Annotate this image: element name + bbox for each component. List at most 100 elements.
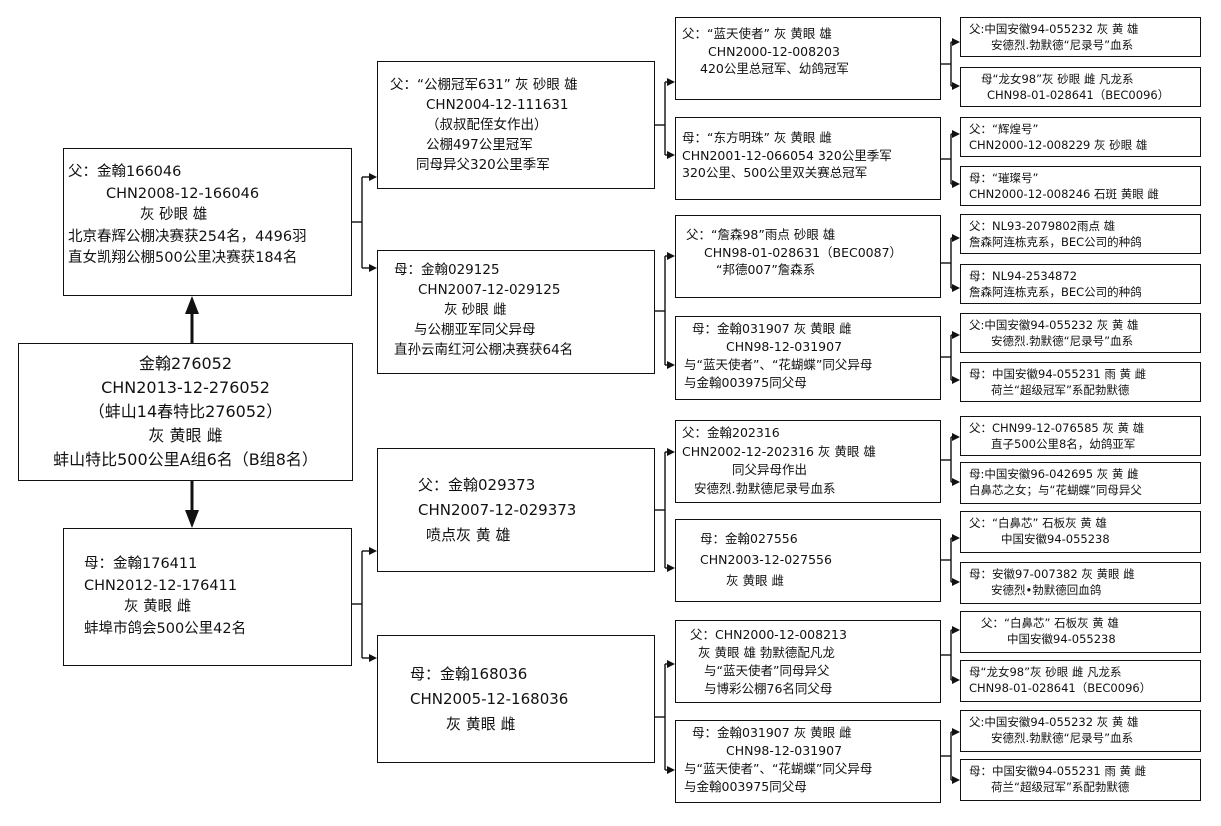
arrowhead-86 bbox=[952, 728, 960, 736]
sire-dam-color-eye-sex: 灰 砂眼 雌 bbox=[444, 302, 507, 318]
sd-sire-ring-number: CHN98-01-028631（BEC0087） bbox=[704, 244, 903, 260]
sd-sire-box: 父：“詹森98”雨点 砂眼 雄 CHN98-01-028631（BEC0087）… bbox=[675, 215, 941, 298]
arrowhead-56 bbox=[952, 234, 960, 242]
g4-box-5-line-1: 父：NL93-2079802雨点 雄 bbox=[969, 219, 1116, 233]
g4-box-3-line-1: 父：“辉煌号” bbox=[969, 122, 1039, 136]
arrowhead-76 bbox=[952, 578, 960, 586]
arrowhead-14 bbox=[369, 547, 377, 555]
dam-dam-color-eye-sex: 灰 黄眼 雌 bbox=[446, 715, 516, 733]
arrowhead-82 bbox=[952, 676, 960, 684]
ss-sire-ring-number: CHN2000-12-008203 bbox=[708, 43, 840, 59]
dd-sire-color-eye-sex: 灰 黄眼 雄 勃默德配凡龙 bbox=[698, 645, 835, 660]
dd-sire-relation-2: 与博彩公棚76名同父母 bbox=[704, 681, 833, 696]
subject-achievement: 蚌山特比500公里A组6名（B组8名） bbox=[53, 450, 318, 469]
arrowhead-20 bbox=[667, 78, 675, 86]
sire-dam-achievement: 直孙云南红河公棚决赛获64名 bbox=[394, 342, 574, 358]
arrowhead-34 bbox=[667, 564, 675, 572]
subject-race-number: （蚌山14春特比276052） bbox=[88, 402, 283, 421]
g4-box-10-line-1: 母:中国安徽96-042695 灰 黄 雌 bbox=[969, 467, 1139, 481]
g4-box-7: 父:中国安徽94-055232 灰 黄 雄 安德烈.勃默德“尼录号”血系 bbox=[960, 313, 1201, 353]
g4-box-2-line-2: CHN98-01-028641（BEC0096） bbox=[987, 88, 1170, 102]
arrowhead-10 bbox=[369, 264, 377, 272]
dam-achievement: 蚌埠市鸽会500公里42名 bbox=[84, 620, 247, 637]
arrowhead-52 bbox=[952, 180, 960, 188]
g4-box-16-line-2: 荷兰“超级冠军”系配勃默德 bbox=[991, 780, 1130, 794]
g4-box-11: 父：“白鼻芯” 石板灰 黄 雄 中国安徽94-055238 bbox=[960, 511, 1201, 553]
g4-box-15-line-2: 安德烈.勃默德“尼录号”血系 bbox=[991, 731, 1134, 745]
g4-box-7-line-2: 安德烈.勃默德“尼录号”血系 bbox=[991, 334, 1134, 348]
ds-dam-title: 母：金翰027556 bbox=[700, 531, 798, 546]
ss-sire-box: 父：“蓝天使者” 灰 黄眼 雄 CHN2000-12-008203 420公里总… bbox=[675, 17, 941, 100]
sire-sire-box: 父：“公棚冠军631” 灰 砂眼 雄 CHN2004-12-111631 （叔叔… bbox=[377, 61, 655, 189]
ss-dam-box: 母：“东方明珠” 灰 黄眼 雌 CHN2001-12-066054 320公里季… bbox=[675, 117, 941, 200]
sire-color-eye-sex: 灰 砂眼 雄 bbox=[140, 207, 208, 223]
dam-sire-box: 父：金翰029373 CHN2007-12-029373 喷点灰 黄 雄 bbox=[377, 448, 655, 572]
ds-sire-lineage: 安德烈.勃默德尼录号血系 bbox=[694, 480, 836, 496]
dam-sire-title: 父：金翰029373 bbox=[418, 476, 536, 494]
arrowhead-8 bbox=[369, 173, 377, 181]
arrowhead-58 bbox=[952, 284, 960, 292]
ss-dam-achievement: 320公里、500公里双关赛总冠军 bbox=[682, 165, 868, 180]
ss-sire-achievement: 420公里总冠军、幼鸽冠军 bbox=[700, 61, 849, 76]
sire-title: 父：金翰166046 bbox=[68, 164, 182, 180]
arrowhead-80 bbox=[952, 626, 960, 634]
sire-ring-number: CHN2008-12-166046 bbox=[106, 185, 260, 202]
g4-box-13-line-1: 父：“白鼻芯” 石板灰 黄 雄 bbox=[981, 616, 1119, 630]
sire-dam-ring-number: CHN2007-12-029125 bbox=[418, 282, 561, 298]
g4-box-4-line-2: CHN2000-12-008246 石斑 黄眼 雌 bbox=[969, 187, 1159, 201]
dam-dam-box: 母：金翰168036 CHN2005-12-168036 灰 黄眼 雌 bbox=[377, 635, 655, 763]
subject-ring-number: CHN2013-12-276052 bbox=[101, 378, 270, 397]
g4-box-1-line-1: 父:中国安徽94-055232 灰 黄 雄 bbox=[969, 22, 1139, 36]
sire-sire-title: 父：“公棚冠军631” 灰 砂眼 雄 bbox=[390, 77, 578, 93]
sire-sire-breeding-note: （叔叔配侄女作出） bbox=[426, 117, 548, 133]
dam-title: 母：金翰176411 bbox=[84, 556, 198, 572]
arrowhead-40 bbox=[667, 766, 675, 774]
g4-box-4: 母：“璀璨号” CHN2000-12-008246 石斑 黄眼 雌 bbox=[960, 166, 1201, 206]
sire-dam-title: 母：金翰029125 bbox=[394, 262, 500, 278]
dam-sire-color-eye-sex: 喷点灰 黄 雄 bbox=[426, 526, 511, 544]
subject-color-eye-sex: 灰 黄眼 雌 bbox=[148, 426, 223, 445]
sire-dam-relation: 与公棚亚军同父异母 bbox=[414, 322, 536, 338]
ss-dam-ring-number: CHN2001-12-066054 320公里季军 bbox=[682, 147, 892, 163]
g4-box-4-line-1: 母：“璀璨号” bbox=[969, 171, 1039, 185]
arrowhead-4 bbox=[185, 510, 199, 528]
sd-dam-title: 母：金翰031907 灰 黄眼 雌 bbox=[692, 321, 852, 336]
g4-box-10: 母:中国安徽96-042695 灰 黄 雌 白鼻芯之女；与“花蝴蝶”同母异父 bbox=[960, 462, 1201, 504]
g4-box-16-line-1: 母：中国安徽94-055231 雨 黄 雌 bbox=[969, 764, 1147, 778]
dd-dam-relation-1: 与“蓝天使者”、“花蝴蝶”同父异母 bbox=[684, 761, 873, 776]
g4-box-5-line-2: 詹森阿连栋克系，BEC公司的种鸽 bbox=[969, 235, 1142, 249]
g4-box-7-line-1: 父:中国安徽94-055232 灰 黄 雄 bbox=[969, 318, 1139, 332]
g4-box-13-line-2: 中国安徽94-055238 bbox=[1007, 632, 1116, 646]
sire-achievement-1: 北京春辉公棚决赛获254名，4496羽 bbox=[68, 228, 307, 245]
arrowhead-62 bbox=[952, 331, 960, 339]
sire-sire-achievement-2: 同母异父320公里季军 bbox=[416, 157, 550, 173]
arrowhead-38 bbox=[667, 660, 675, 668]
arrowhead-26 bbox=[667, 252, 675, 260]
dd-dam-title: 母：金翰031907 灰 黄眼 雌 bbox=[692, 725, 852, 740]
g4-box-12-line-1: 母：安徽97-007382 灰 黄眼 雌 bbox=[969, 567, 1135, 581]
g4-box-11-line-1: 父：“白鼻芯” 石板灰 黄 雄 bbox=[969, 516, 1107, 530]
dd-sire-title: 父：CHN2000-12-008213 bbox=[690, 627, 847, 642]
dam-sire-ring-number: CHN2007-12-029373 bbox=[418, 501, 577, 519]
g4-box-1: 父:中国安徽94-055232 灰 黄 雄 安德烈.勃默德“尼录号”血系 bbox=[960, 17, 1201, 57]
g4-box-1-line-2: 安德烈.勃默德“尼录号”血系 bbox=[991, 38, 1134, 52]
g4-box-8-line-2: 荷兰“超级冠军”系配勃默德 bbox=[991, 383, 1130, 397]
ss-dam-title: 母：“东方明珠” 灰 黄眼 雌 bbox=[682, 130, 832, 145]
g4-box-14: 母“龙女98”灰 砂眼 雌 凡龙系 CHN98-01-028641（BEC009… bbox=[960, 660, 1201, 702]
sire-achievement-2: 直女凯翔公棚500公里决赛获184名 bbox=[68, 250, 298, 266]
dd-dam-relation-2: 与金翰003975同父母 bbox=[684, 779, 807, 794]
dam-box: 母：金翰176411 CHN2012-12-176411 灰 黄眼 雌 蚌埠市鸽… bbox=[63, 528, 352, 666]
ds-dam-box: 母：金翰027556 CHN2003-12-027556 灰 黄眼 雌 bbox=[675, 519, 941, 602]
g4-box-14-line-1: 母“龙女98”灰 砂眼 雌 凡龙系 bbox=[969, 665, 1122, 679]
subject-bird-box: 金翰276052 CHN2013-12-276052 （蚌山14春特比27605… bbox=[18, 343, 353, 481]
arrowhead-16 bbox=[369, 654, 377, 662]
dam-color-eye-sex: 灰 黄眼 雌 bbox=[124, 599, 192, 615]
dam-ring-number: CHN2012-12-176411 bbox=[84, 577, 238, 594]
arrowhead-28 bbox=[667, 361, 675, 369]
sd-dam-ring-number: CHN98-12-031907 bbox=[726, 339, 843, 354]
g4-box-3-line-2: CHN2000-12-008229 灰 砂眼 雄 bbox=[969, 138, 1148, 152]
g4-box-9-line-2: 直子500公里8名，幼鸽亚军 bbox=[991, 437, 1136, 451]
arrowhead-22 bbox=[667, 151, 675, 159]
ss-sire-title: 父：“蓝天使者” 灰 黄眼 雄 bbox=[682, 26, 832, 41]
ds-sire-ring-number: CHN2002-12-202316 灰 黄眼 雄 bbox=[682, 443, 876, 459]
